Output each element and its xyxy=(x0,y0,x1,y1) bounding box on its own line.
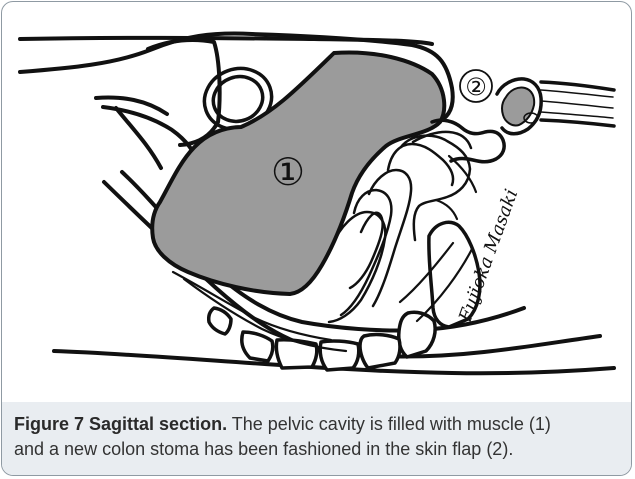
caption-band: Figure 7 Sagittal section. The pelvic ca… xyxy=(2,402,632,476)
figure-label: Figure 7 xyxy=(14,414,84,434)
muscle-marker-text: ① xyxy=(271,150,305,194)
caption-line-1: The pelvic cavity is filled with muscle … xyxy=(232,414,551,434)
stoma-marker: ② xyxy=(460,70,492,102)
stoma-marker-text: ② xyxy=(465,73,487,101)
stoma-fill xyxy=(502,87,538,125)
figure-title: Sagittal section. xyxy=(89,414,227,434)
caption-line-2: and a new colon stoma has been fashioned… xyxy=(14,439,513,459)
figure-caption: Figure 7 Sagittal section. The pelvic ca… xyxy=(14,412,621,462)
sagittal-section-illustration: ① ② xyxy=(2,2,632,402)
muscle-marker: ① xyxy=(271,150,305,194)
